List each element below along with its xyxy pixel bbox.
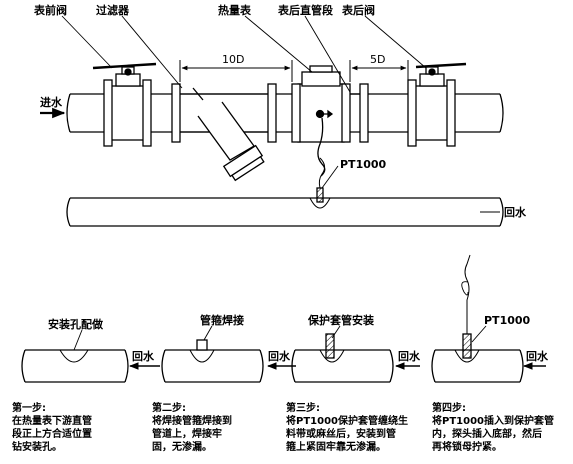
leader-straight-pipe [304,15,351,93]
front-valve [92,62,157,147]
inlet-label: 进水 [40,95,63,109]
leader-front-valve [61,15,113,69]
step-3-line: 料带或麻丝后，安装到管 [286,429,396,440]
panel-2-callout: 管箍焊接 [200,313,244,327]
label-rear-valve: 表后阀 [341,3,375,17]
step-4-line: 将PT1000插入到保护套管 [432,416,554,427]
heat-meter [291,65,351,177]
panel-3-return-label: 回水 [398,349,421,363]
dimension-5d-text: 5D [370,53,385,66]
step-4-line: 再将锁母拧紧。 [432,442,502,453]
return-pipe [66,157,504,227]
step-1-line: 在热量表下游直管 [12,416,92,427]
filter-strainer [171,83,277,182]
step-3-title: 第三步: [286,403,320,414]
dimension-10d [179,60,293,82]
panel-4-return-label: 回水 [526,349,549,363]
step-1-line: 段正上方合适位置 [12,429,92,440]
panel-2-pipe [161,325,296,383]
panel-3-pipe [291,325,420,383]
straight-pipe-flange [350,83,369,143]
return-label-top: 回水 [504,205,527,219]
step-2-line: 固，无渗漏。 [152,442,212,453]
panel-4-sensor-label: PT1000 [484,314,531,327]
step-4-caption: 第四步: 将PT1000插入到保护套管 内，探头插入底部，然后 再将锁母拧紧。 [432,402,554,454]
step-4-title: 第四步: [432,403,466,414]
panel-4-pipe [431,254,546,383]
label-straight-pipe: 表后直管段 [277,3,333,17]
panel-1-return-label: 回水 [132,349,155,363]
step-3-line: 将PT1000保护套管缠绕生 [286,416,408,427]
panel-2-return-label: 回水 [268,349,291,363]
rear-valve [407,62,467,147]
leader-rear-valve [364,15,427,69]
step-3-caption: 第三步: 将PT1000保护套管缠绕生 料带或麻丝后，安装到管 箍上紧固牢靠无渗… [286,402,408,454]
panel-1-callout: 安装孔配做 [48,317,104,331]
leader-filter [121,15,183,89]
step-2-title: 第二步: [152,403,186,414]
leader-heat-meter [244,15,313,73]
step-4-line: 内，探头插入底部，然后 [432,429,542,440]
dimension-10d-text: 10D [222,53,244,66]
step-1-caption: 第一步: 在热量表下游直管 段正上方合适位置 钻安装孔。 [12,402,92,454]
step-1-title: 第一步: [12,403,46,414]
step-3-line: 箍上紧固牢靠无渗漏。 [286,442,386,453]
label-front-valve: 表前阀 [33,3,67,17]
sensor-label-top: PT1000 [340,158,387,171]
step-1-line: 钻安装孔。 [12,442,62,453]
step-2-line: 管道上，焊接牢 [152,429,222,440]
leader-sensor [321,165,339,189]
step-2-line: 将焊接管箍焊接到 [152,416,232,427]
step-2-caption: 第二步: 将焊接管箍焊接到 管道上，焊接牢 固，无渗漏。 [152,402,232,454]
panel-1-pipe [21,329,160,383]
dimension-5d [349,60,409,82]
panel-3-callout: 保护套管安装 [307,313,374,327]
label-filter: 过滤器 [96,3,130,17]
label-heat-meter: 热量表 [218,3,252,17]
